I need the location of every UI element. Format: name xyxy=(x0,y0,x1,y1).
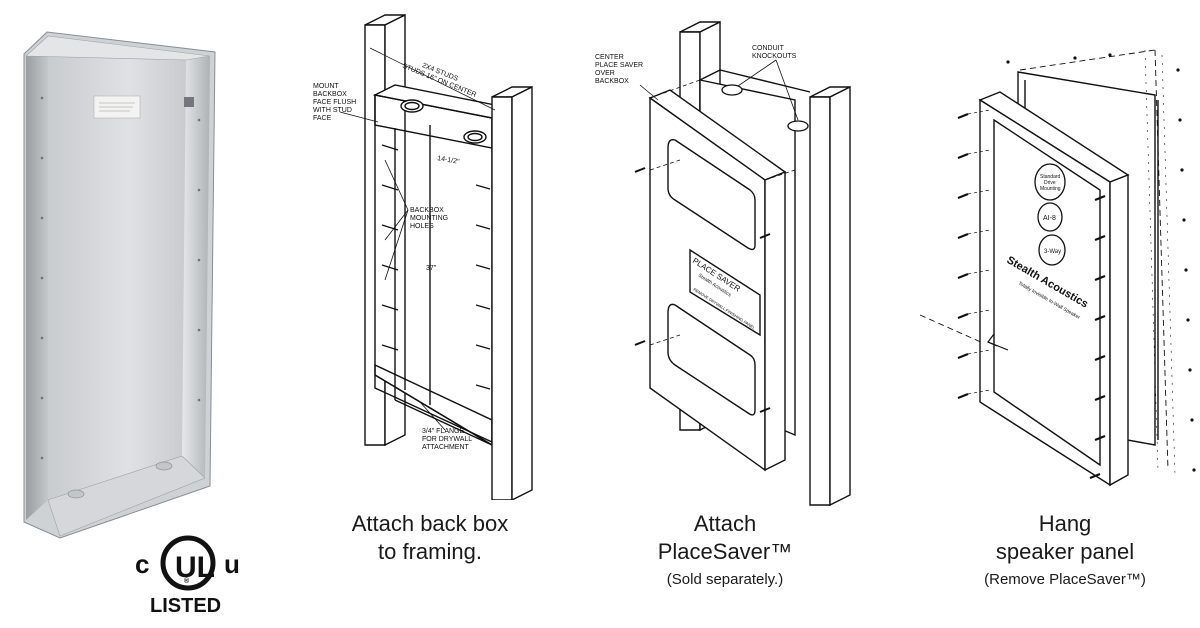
step2-diagram: CENTER PLACE SAVER OVER BACKBOX CONDUIT … xyxy=(595,20,851,507)
ul-right-letter: u xyxy=(224,549,240,579)
circle3-label: 3-Way xyxy=(1044,249,1061,255)
ul-mark-text: UL xyxy=(175,551,215,584)
step1-caption: Attach back box to framing. xyxy=(320,510,540,566)
step3-caption-line1: Hang xyxy=(1038,511,1092,536)
mount-annotation-3: FACE FLUSH xyxy=(313,99,356,106)
step2-caption: Attach PlaceSaver™ (Sold separately.) xyxy=(620,510,830,589)
holes-annotation-2: MOUNTING xyxy=(410,215,448,222)
insert-arrow-icon xyxy=(987,333,1009,351)
step2-caption-line1: Attach xyxy=(693,511,757,536)
ul-left-letter: c xyxy=(135,549,149,579)
mount-annotation-1: MOUNT xyxy=(313,83,339,90)
mount-annotation-4: WITH STUD xyxy=(313,107,352,114)
mount-annotation-2: BACKBOX xyxy=(313,91,347,98)
backbox-photo xyxy=(23,31,216,539)
circle1-line1: Standard xyxy=(1040,174,1061,180)
step3-caption: Hang speaker panel (Remove PlaceSaver™) xyxy=(940,510,1190,589)
step3-panel: Standard Drive Mounting AI-8 3-Way Steal… xyxy=(900,0,1200,628)
step3-caption-sub: (Remove PlaceSaver™) xyxy=(984,571,1146,588)
ul-listed-mark: UL c u ® LISTED xyxy=(132,527,244,617)
circle1-line2: Drive xyxy=(1044,180,1056,186)
height-dimension: 37" xyxy=(426,265,437,272)
step1-panel: 2X4 STUDS STUDS 16" ON CENTER MOUNT BACK… xyxy=(300,0,550,628)
product-photo-panel: UL c u ® LISTED xyxy=(0,0,280,628)
circle1-line3: Mounting xyxy=(1040,186,1061,192)
center-annotation-1: CENTER xyxy=(595,54,624,61)
model-circle xyxy=(1037,202,1063,232)
step1-caption-line1: Attach back box xyxy=(351,511,509,536)
center-annotation-3: OVER xyxy=(595,70,615,77)
flange-annotation-3: ATTACHMENT xyxy=(422,444,470,451)
step2-caption-line2: PlaceSaver™ xyxy=(657,539,793,564)
flange-annotation-1: 3/4" FLANGE xyxy=(422,428,464,435)
center-annotation-2: PLACE SAVER xyxy=(595,62,643,69)
way-circle xyxy=(1038,234,1066,266)
holes-annotation-3: HOLES xyxy=(410,223,434,230)
circle2-label: AI-8 xyxy=(1043,215,1056,222)
step3-caption-line2: speaker panel xyxy=(995,539,1135,564)
ul-listed-text: LISTED xyxy=(150,595,221,617)
ul-ring-icon xyxy=(160,535,216,591)
center-annotation-4: BACKBOX xyxy=(595,78,629,85)
ul-registered: ® xyxy=(184,577,190,585)
flange-annotation-2: FOR DRYWALL xyxy=(422,436,472,443)
step1-caption-line2: to framing. xyxy=(378,539,482,564)
conduit-annotation-2: KNOCKOUTS xyxy=(752,53,797,60)
mount-annotation-5: FACE xyxy=(313,115,332,122)
width-dimension: 14-1/2" xyxy=(437,155,461,166)
conduit-annotation-1: CONDUIT xyxy=(752,45,785,52)
holes-annotation-1: BACKBOX xyxy=(410,207,444,214)
step3-diagram: Standard Drive Mounting AI-8 3-Way Steal… xyxy=(919,49,1196,487)
step1-diagram: 2X4 STUDS STUDS 16" ON CENTER MOUNT BACK… xyxy=(313,13,533,500)
step2-panel: CENTER PLACE SAVER OVER BACKBOX CONDUIT … xyxy=(580,0,880,628)
step2-caption-sub: (Sold separately.) xyxy=(666,571,784,588)
mounting-circle xyxy=(1034,163,1066,201)
